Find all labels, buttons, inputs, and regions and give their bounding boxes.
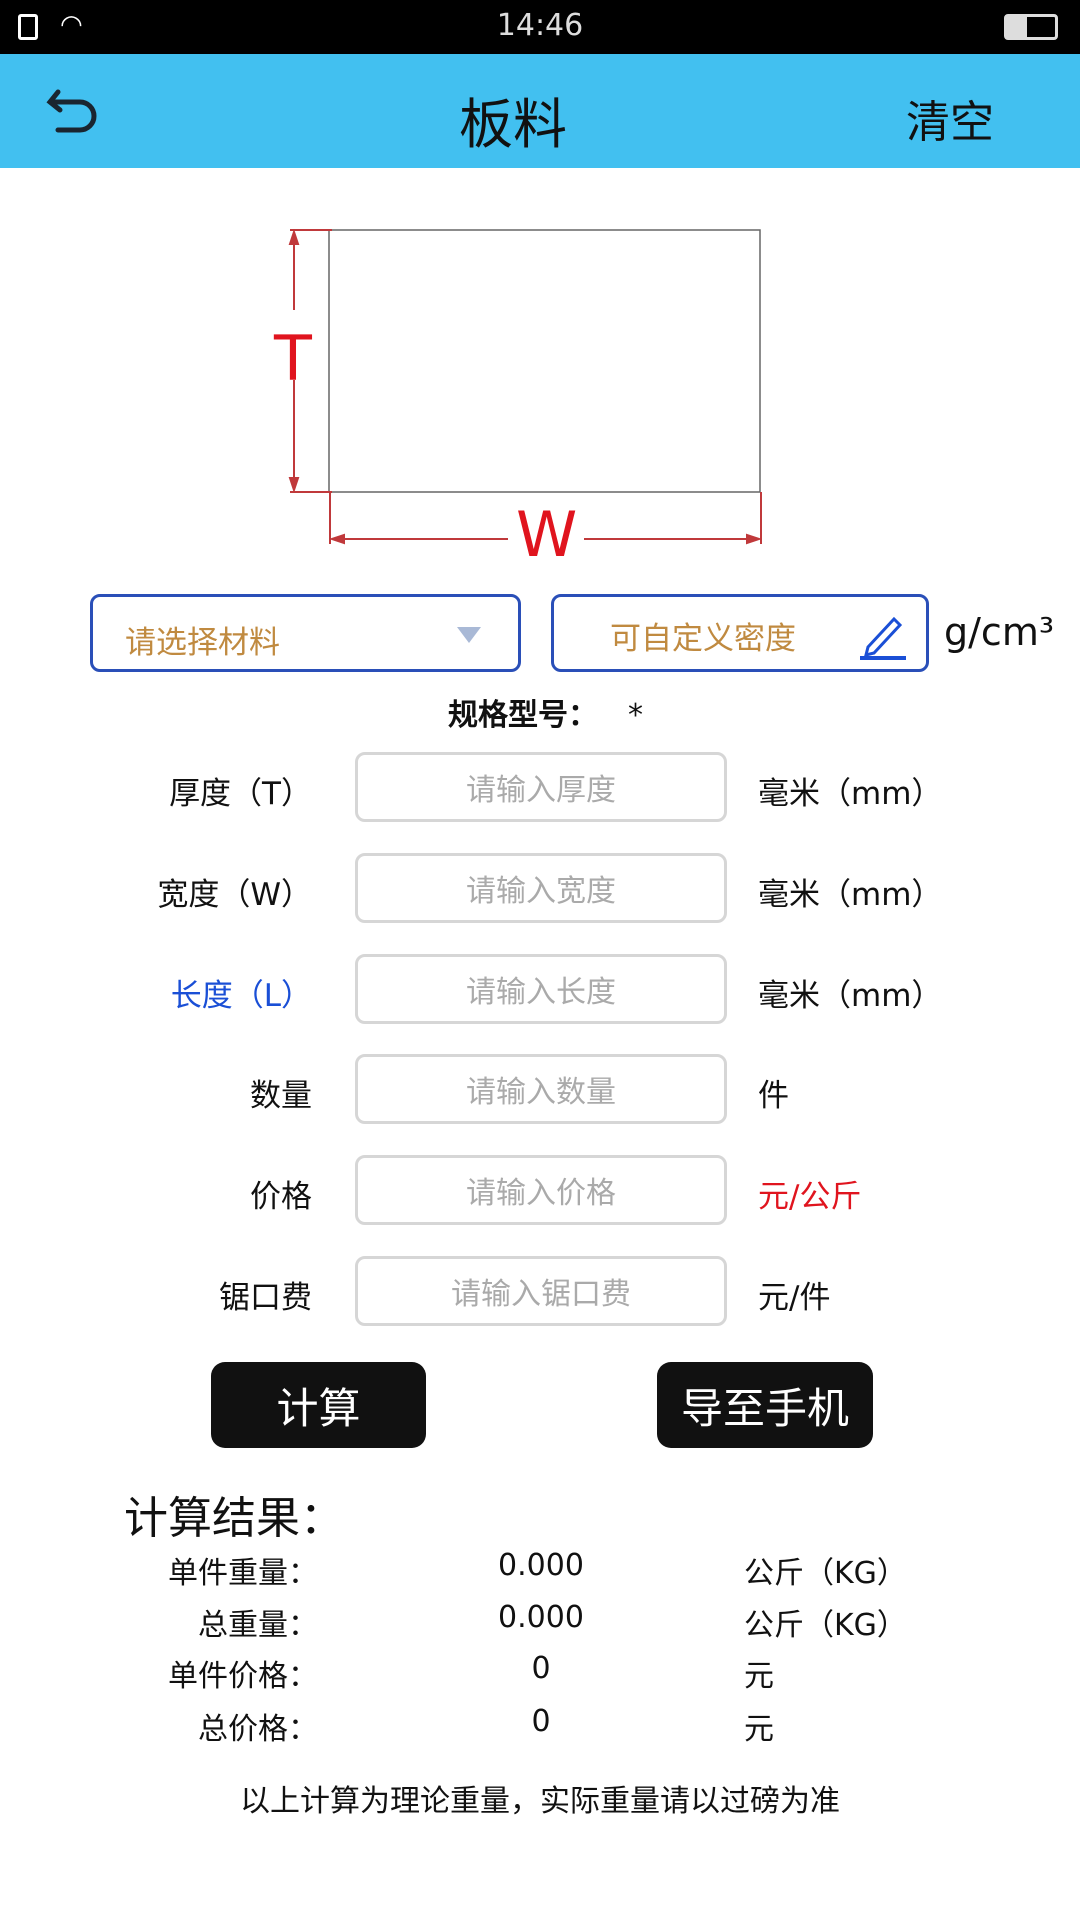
width-label: W	[516, 498, 578, 571]
thickness-unit: 毫米（mm）	[758, 776, 943, 812]
chevron-down-icon	[457, 627, 481, 643]
result-label: 单件重量：	[168, 1556, 318, 1591]
saw-fee-label: 锯口费	[219, 1280, 312, 1316]
quantity-input[interactable]: 请输入数量	[355, 1054, 727, 1124]
thickness-label: T	[274, 322, 312, 395]
result-value: 0.000	[498, 1600, 584, 1635]
density-unit: g/cm³	[944, 610, 1055, 654]
back-arrow-icon	[46, 89, 97, 133]
width-input[interactable]: 请输入宽度	[355, 853, 727, 923]
material-placeholder: 请选择材料	[125, 625, 280, 661]
battery-icon	[1004, 14, 1058, 40]
status-bar: ◠ 14:46	[0, 0, 1080, 54]
material-select[interactable]: 请选择材料	[90, 594, 521, 672]
result-unit: 公斤（KG）	[744, 1608, 907, 1643]
result-value: 0	[531, 1704, 551, 1739]
thickness-input[interactable]: 请输入厚度	[355, 752, 727, 822]
plate-diagram: T W	[274, 220, 780, 571]
sim-icon	[18, 14, 38, 40]
export-to-phone-button[interactable]: 导至手机	[657, 1362, 873, 1448]
price-label: 价格	[250, 1179, 312, 1215]
saw-fee-input[interactable]: 请输入锯口费	[355, 1256, 727, 1326]
wifi-icon: ◠	[60, 10, 83, 40]
length-label: 长度（L）	[170, 978, 312, 1014]
spec-label: 规格型号： *	[448, 690, 643, 734]
status-time: 14:46	[496, 8, 584, 43]
quantity-label: 数量	[250, 1078, 312, 1114]
disclaimer-note: 以上计算为理论重量，实际重量请以过磅为准	[240, 1784, 840, 1819]
app-header: 板料 清空	[0, 54, 1080, 168]
clear-button[interactable]: 清空	[906, 97, 994, 148]
length-unit: 毫米（mm）	[758, 978, 943, 1014]
results-title: 计算结果：	[124, 1493, 344, 1544]
calculate-button[interactable]: 计算	[211, 1362, 426, 1448]
spec-title: 规格型号：	[448, 698, 598, 733]
result-unit: 元	[744, 1712, 774, 1747]
page-title: 板料	[459, 93, 567, 156]
width-unit: 毫米（mm）	[758, 877, 943, 913]
price-unit: 元/公斤	[758, 1179, 862, 1215]
spec-value: *	[628, 698, 643, 733]
result-value: 0.000	[498, 1548, 584, 1583]
result-unit: 元	[744, 1659, 774, 1694]
result-value: 0	[531, 1651, 551, 1686]
price-input[interactable]: 请输入价格	[355, 1155, 727, 1225]
density-placeholder: 可自定义密度	[610, 621, 796, 657]
length-input[interactable]: 请输入长度	[355, 954, 727, 1024]
quantity-unit: 件	[758, 1078, 789, 1114]
result-unit: 公斤（KG）	[744, 1556, 907, 1591]
edit-pencil-icon[interactable]	[856, 609, 910, 661]
back-button[interactable]	[44, 82, 104, 142]
result-label: 单件价格：	[168, 1659, 318, 1694]
density-input[interactable]: 可自定义密度	[551, 594, 929, 672]
thickness-label: 厚度（T）	[169, 776, 312, 812]
saw-fee-unit: 元/件	[758, 1280, 831, 1316]
width-field-label: 宽度（W）	[157, 877, 312, 913]
result-label: 总价格：	[198, 1712, 318, 1747]
result-label: 总重量：	[198, 1608, 318, 1643]
